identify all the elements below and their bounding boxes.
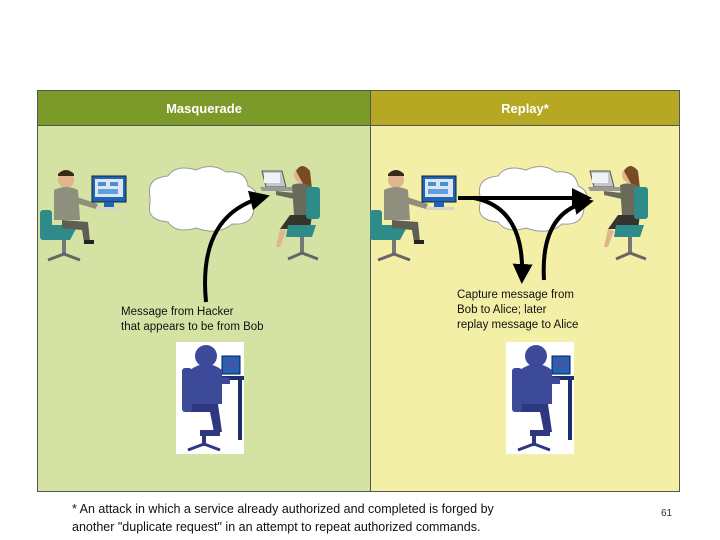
- replay-arrow: [541, 195, 594, 281]
- bob-user-icon: [368, 168, 458, 262]
- masquerade-scene: [38, 164, 322, 456]
- page-number: 61: [661, 508, 673, 519]
- masquerade-title: Masquerade: [166, 100, 242, 116]
- internet-cloud-icon: [148, 166, 258, 232]
- footnote: * An attack in which a service already a…: [72, 500, 592, 536]
- capture-arrow: [473, 196, 533, 284]
- replay-header: Replay*: [371, 91, 679, 126]
- alice-user-icon: [586, 164, 650, 261]
- replay-caption: Capture message from Bob to Alice; later…: [457, 288, 607, 333]
- alice-user-icon: [258, 164, 322, 261]
- masquerade-caption-line: Message from Hacker: [121, 306, 234, 318]
- hacker-icon: [504, 340, 576, 456]
- masquerade-caption: Message from Hacker that appears to be f…: [121, 305, 321, 335]
- bob-user-icon: [38, 168, 128, 262]
- footnote-line: another "duplicate request" in an attemp…: [72, 520, 481, 534]
- hacker-icon: [174, 340, 246, 456]
- replay-caption-line: Capture message from: [457, 289, 574, 301]
- replay-caption-line: replay message to Alice: [457, 319, 579, 331]
- footnote-line: * An attack in which a service already a…: [72, 502, 494, 516]
- masquerade-caption-line: that appears to be from Bob: [121, 321, 264, 333]
- replay-scene: [368, 164, 650, 456]
- replay-caption-line: Bob to Alice; later: [457, 304, 547, 316]
- forged-message-arrow: [203, 190, 270, 303]
- replay-title: Replay*: [501, 100, 549, 116]
- masquerade-header: Masquerade: [38, 91, 370, 126]
